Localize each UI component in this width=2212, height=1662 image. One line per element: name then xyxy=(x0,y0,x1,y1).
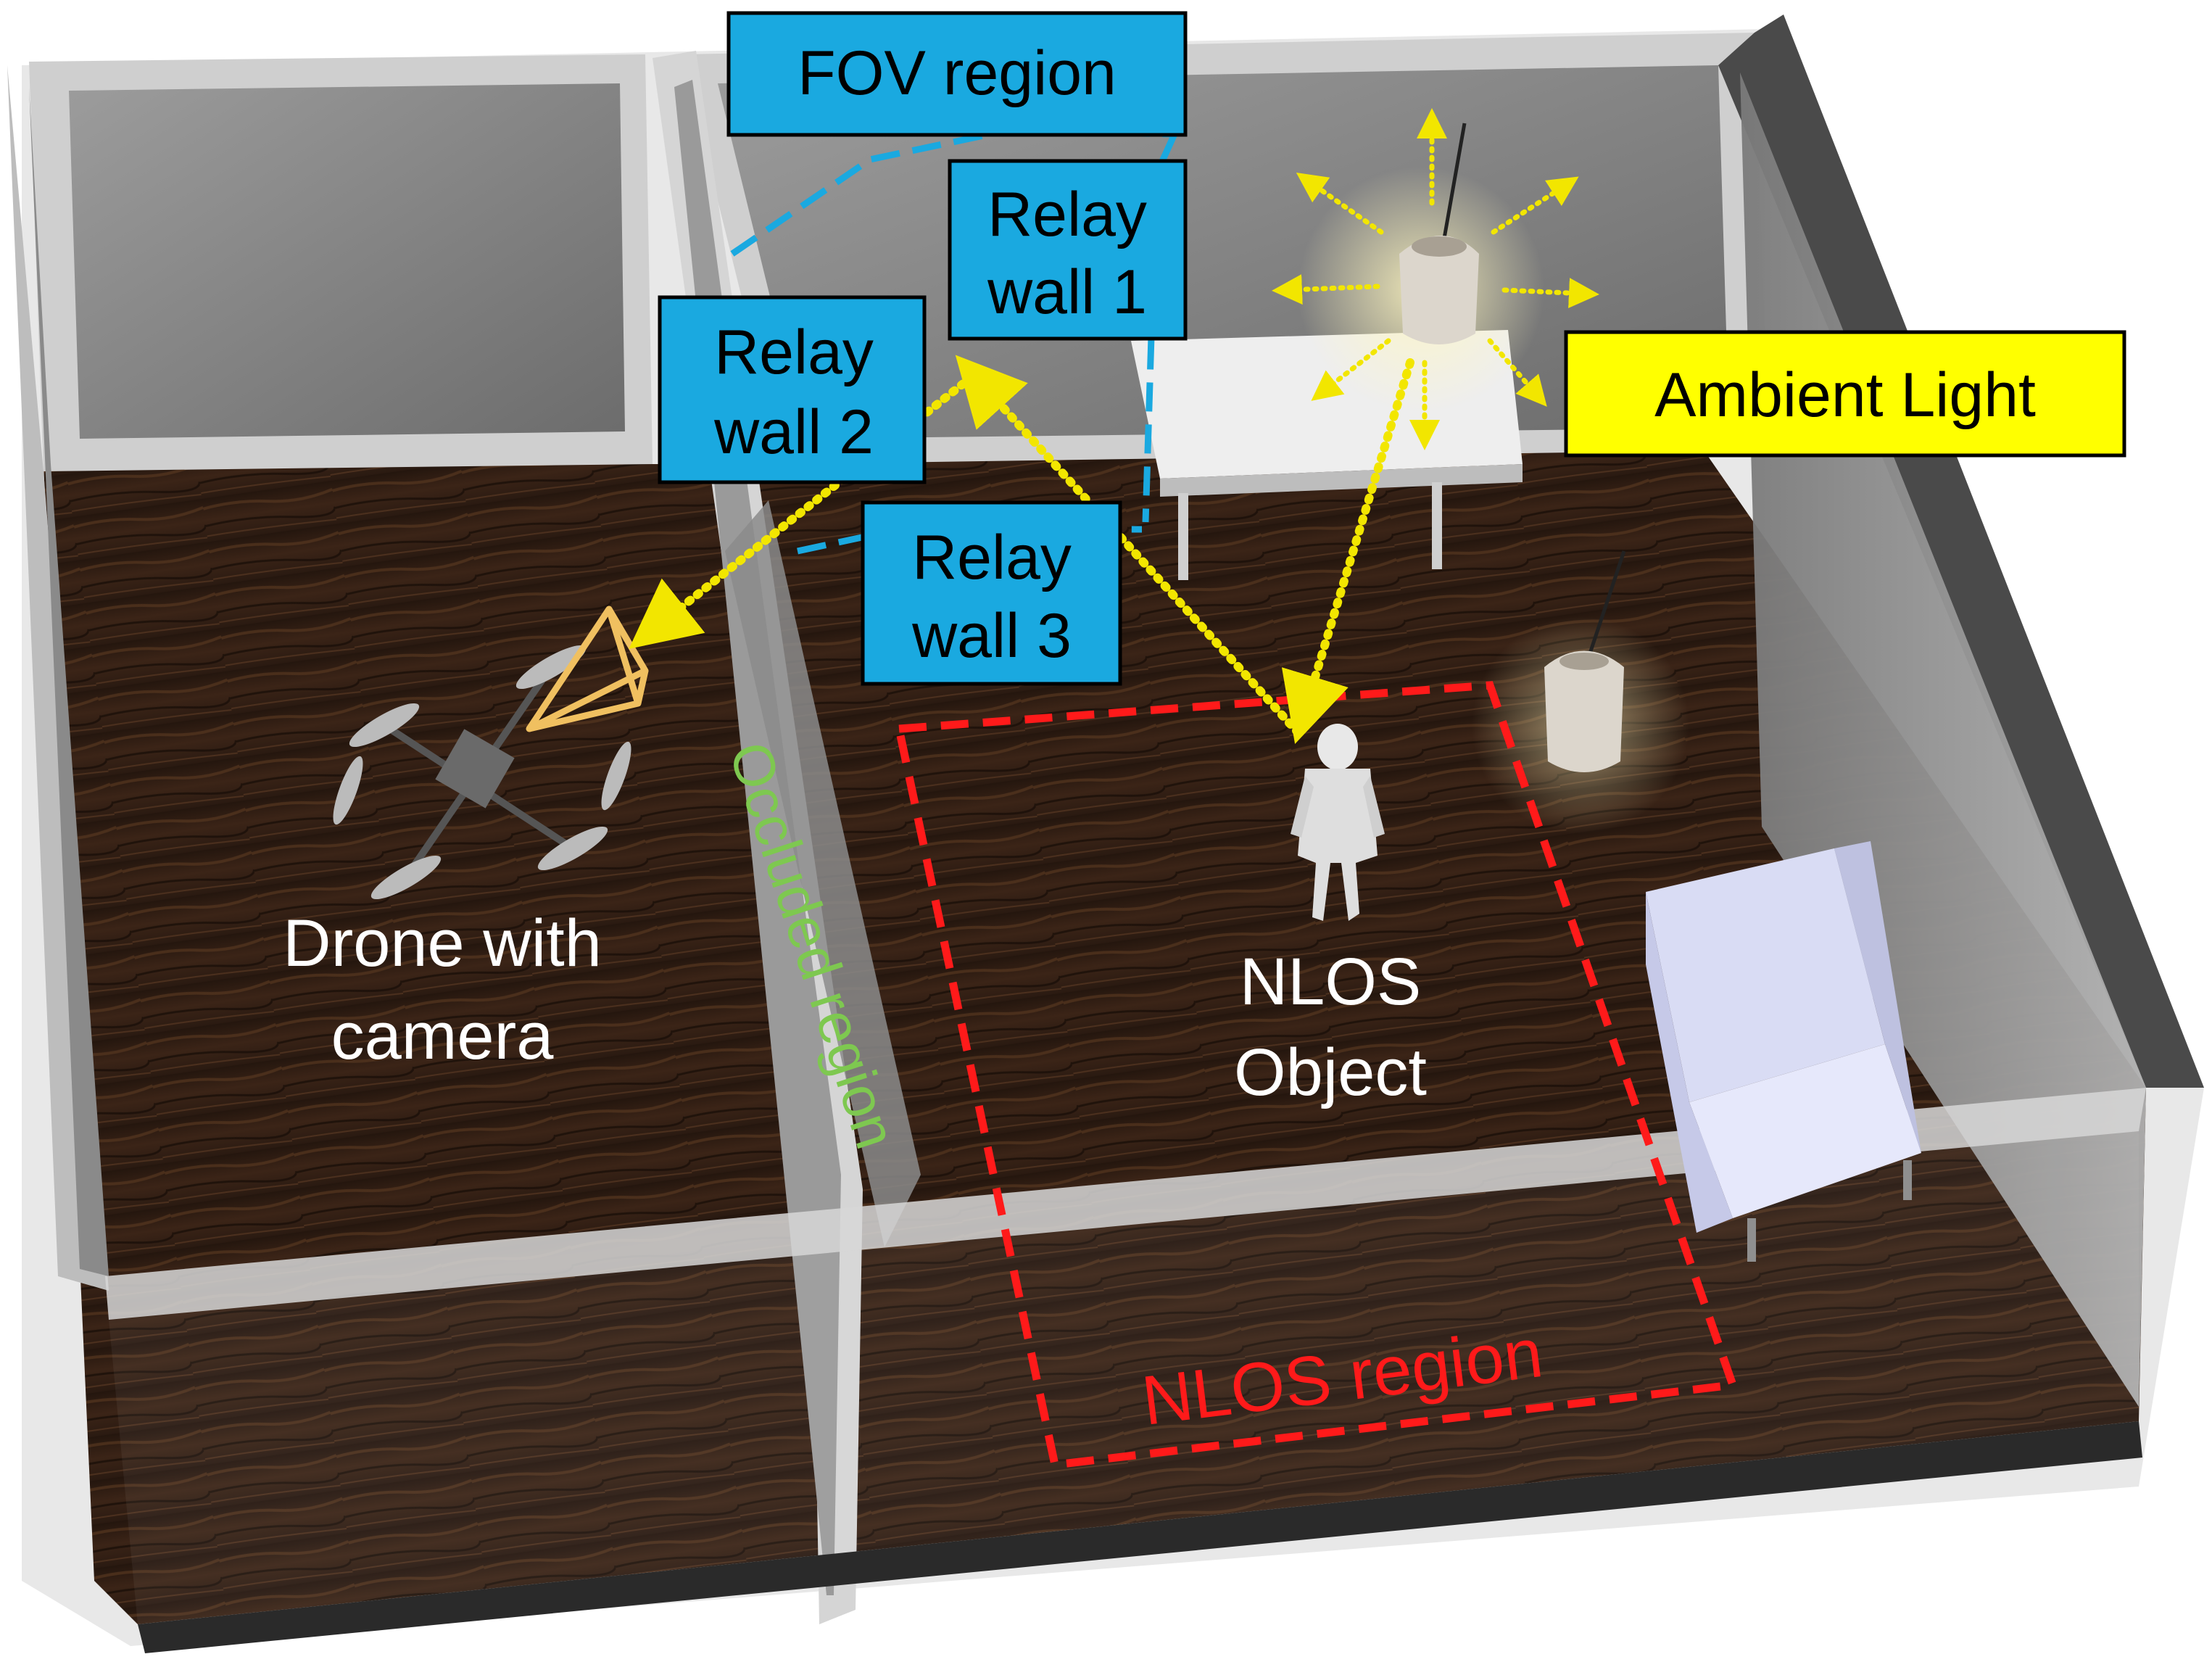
ambient-light-rays xyxy=(1272,108,1599,450)
fov-region-text: FOV region xyxy=(798,38,1117,108)
nlos-object-label-line2: Object xyxy=(1234,1035,1427,1109)
relay-wall-2-line2: wall 2 xyxy=(713,397,874,467)
relay-wall-1-line2: wall 1 xyxy=(987,257,1147,327)
partition-wall xyxy=(653,51,863,1624)
relay-wall-3-line2: wall 3 xyxy=(911,601,1072,671)
drone-label-line2: camera xyxy=(331,999,555,1073)
right-outer-wall xyxy=(1718,15,2204,1088)
drone-label-line1: Drone with xyxy=(283,906,602,980)
relay-wall-3-line1: Relay xyxy=(912,523,1072,592)
occluded-wall-panel xyxy=(725,500,921,1247)
drone xyxy=(333,645,631,900)
fov-region-label: FOV region xyxy=(726,11,1188,137)
relay-wall-1-line1: Relay xyxy=(987,180,1147,249)
relay-wall-3-label: Relay wall 3 xyxy=(861,500,1122,686)
relay-wall-1-label: Relay wall 1 xyxy=(948,159,1188,341)
sofa xyxy=(1646,841,1921,1262)
relay-wall-2-line1: Relay xyxy=(714,318,874,387)
camera-frustum xyxy=(526,605,649,732)
relay-wall-2-label: Relay wall 2 xyxy=(658,295,927,484)
ambient-light-label: Ambient Light xyxy=(1564,330,2126,458)
nlos-object-label-line1: NLOS xyxy=(1240,945,1422,1019)
front-floor-edge xyxy=(138,1421,2142,1653)
ambient-light-text: Ambient Light xyxy=(1654,360,2036,430)
ambient-lamp-1 xyxy=(1298,123,1544,413)
front-glass-wall xyxy=(105,1088,2146,1320)
